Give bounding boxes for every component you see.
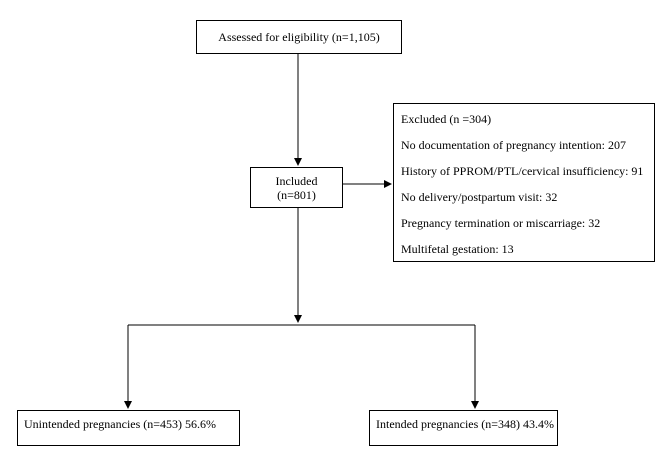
assessed-label: Assessed for eligibility (n=1,105) [218, 30, 380, 44]
excluded-reason: No documentation of pregnancy intention:… [401, 138, 626, 152]
intended-box: Intended pregnancies (n=348) 43.4% [369, 410, 558, 446]
included-label: Included [275, 173, 318, 188]
included-count: (n=801) [277, 187, 316, 202]
excluded-reason: Multifetal gestation: 13 [401, 242, 514, 256]
excluded-reason: Pregnancy termination or miscarriage: 32 [401, 216, 601, 230]
unintended-box: Unintended pregnancies (n=453) 56.6% [17, 410, 240, 446]
assessed-box: Assessed for eligibility (n=1,105) [196, 20, 402, 54]
excluded-box: Excluded (n =304) No documentation of pr… [393, 103, 655, 262]
excluded-reason: No delivery/postpartum visit: 32 [401, 190, 558, 204]
unintended-label: Unintended pregnancies (n=453) 56.6% [24, 417, 217, 431]
excluded-header: Excluded (n =304) [401, 112, 492, 126]
excluded-reason: History of PPROM/PTL/cervical insufficie… [401, 164, 644, 178]
included-box: Included (n=801) [250, 167, 343, 208]
intended-label: Intended pregnancies (n=348) 43.4% [376, 417, 555, 431]
